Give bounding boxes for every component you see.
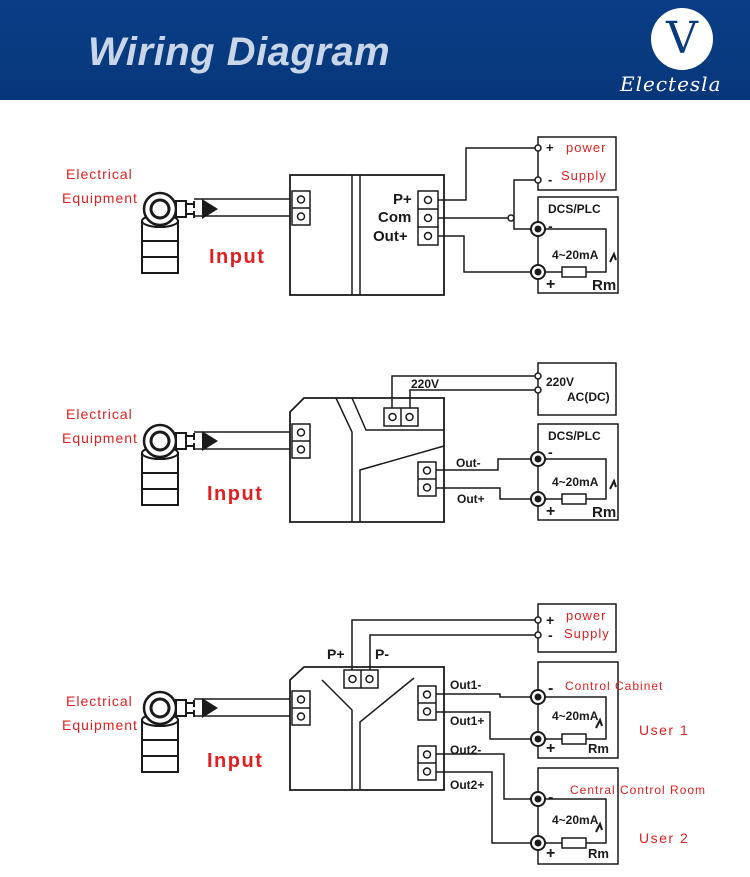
meter-icon: [530, 221, 546, 237]
terminal-out-plus: Out+: [457, 492, 485, 506]
input-terminal-block: [291, 423, 311, 459]
terminal-out-minus: Out-: [456, 456, 481, 470]
dcs-plc-label: DCS/PLC: [548, 429, 601, 443]
brand-name: Electesla: [620, 72, 722, 96]
dcs-plc-label: DCS/PLC: [548, 202, 601, 216]
input-terminal-block: [291, 690, 311, 726]
supply-label: Supply: [561, 168, 607, 183]
resistor-icon: [561, 266, 587, 278]
rm-label: Rm: [588, 846, 609, 861]
supply-plus: +: [546, 612, 554, 628]
supply-minus: -: [548, 172, 552, 187]
power-terminal-block: [383, 407, 419, 427]
supply-voltage: 220V: [546, 375, 574, 389]
input-label: Input: [209, 246, 265, 268]
input-terminal-block: [291, 190, 311, 226]
central-control-room-label: Central Control Room: [570, 783, 706, 797]
power-supply-box: [537, 362, 617, 416]
supply-minus: -: [548, 627, 553, 643]
meter-icon: [530, 491, 546, 507]
terminal-com: Com: [378, 209, 411, 226]
range-label: 4~20mA: [552, 813, 599, 827]
power-label: power: [566, 608, 606, 623]
dcs-minus: -: [548, 680, 553, 697]
input-label: Input: [207, 483, 263, 505]
meter-icon: [530, 451, 546, 467]
output2-terminal-block: [417, 745, 437, 781]
brand-logo: V: [651, 8, 713, 70]
output1-terminal-block: [417, 685, 437, 721]
meter-icon: [530, 731, 546, 747]
terminal-out1-minus: Out1-: [450, 678, 481, 692]
terminal-out2-minus: Out2-: [450, 743, 481, 757]
range-label: 4~20mA: [552, 709, 599, 723]
sensor-icon: [140, 191, 220, 275]
diagram-2: Electrical Equipment Input 220V Out- Out…: [62, 362, 619, 523]
terminal-out1-plus: Out1+: [450, 714, 484, 728]
dcs-plus: +: [546, 503, 555, 520]
supply-label: Supply: [564, 626, 610, 641]
brand-logo-letter: V: [666, 13, 698, 64]
terminal-out-plus: Out+: [373, 228, 408, 245]
equipment-label-line1: Electrical: [66, 166, 133, 182]
range-label: 4~20mA: [552, 248, 599, 262]
rm-label: Rm: [588, 741, 609, 756]
dcs-plus: +: [546, 740, 555, 757]
rm-label: Rm: [592, 504, 616, 521]
power-label: power: [566, 140, 606, 155]
page-title: Wiring Diagram: [88, 30, 391, 74]
equipment-label-line2: Equipment: [62, 430, 138, 446]
dcs-plus: +: [546, 276, 555, 293]
equipment-label-line1: Electrical: [66, 406, 133, 422]
splitter-module: [289, 666, 445, 791]
meter-icon: [530, 791, 546, 807]
diagram-3: Electrical Equipment Input P+ P- Out1- O…: [62, 603, 706, 865]
supply-plus: +: [546, 140, 554, 155]
user2-label: User 2: [639, 830, 689, 846]
dcs-minus: -: [548, 218, 553, 234]
meter-icon: [530, 835, 546, 851]
output-terminal-block: [417, 461, 437, 497]
terminal-p-plus: P+: [393, 191, 412, 208]
terminal-out2-plus: Out2+: [450, 778, 484, 792]
supply-type: AC(DC): [567, 390, 610, 404]
diagram-1: Electrical Equipment Input P+ Com Out+: [62, 136, 619, 296]
user1-label: User 1: [639, 722, 689, 738]
dcs-minus: -: [548, 444, 553, 460]
resistor-icon: [561, 733, 587, 745]
range-label: 4~20mA: [552, 475, 599, 489]
dcs-plus: +: [546, 845, 555, 862]
isolator-module: [289, 397, 445, 523]
resistor-icon: [561, 493, 587, 505]
equipment-label-line1: Electrical: [66, 693, 133, 709]
control-cabinet-label: Control Cabinet: [565, 679, 663, 693]
dcs-minus: -: [548, 789, 553, 806]
meter-icon: [530, 264, 546, 280]
power-supply-box: [537, 603, 617, 653]
rm-label: Rm: [592, 277, 616, 294]
terminal-p-minus: P-: [375, 646, 389, 662]
terminal-p-plus: P+: [327, 646, 345, 662]
power-terminal-block: [343, 669, 379, 689]
equipment-label-line2: Equipment: [62, 717, 138, 733]
input-label: Input: [207, 750, 263, 772]
meter-icon: [530, 689, 546, 705]
power-supply-box: [537, 136, 617, 191]
v220-label: 220V: [411, 377, 439, 391]
equipment-label-line2: Equipment: [62, 190, 138, 206]
resistor-icon: [561, 837, 587, 849]
header-banner: Wiring Diagram V Electesla: [0, 0, 750, 100]
